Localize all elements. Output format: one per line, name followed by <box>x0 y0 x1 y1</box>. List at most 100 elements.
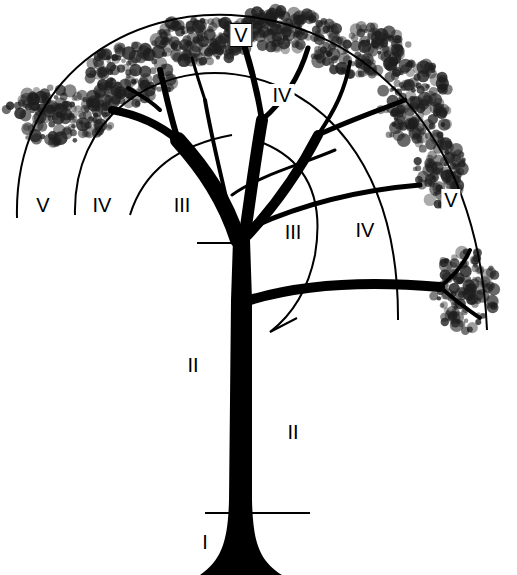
foliage-dot <box>39 88 50 99</box>
foliage-dot <box>181 49 192 60</box>
foliage-dot <box>48 121 55 128</box>
foliage-dot <box>273 43 282 52</box>
foliage-dot <box>70 129 77 136</box>
foliage-dot <box>296 14 306 24</box>
foliage-dot <box>364 29 368 33</box>
foliage-dot <box>451 254 457 260</box>
zone-label: V <box>229 23 252 47</box>
foliage-dot <box>441 122 446 127</box>
zone-tick <box>270 318 297 332</box>
foliage-dot <box>405 41 411 47</box>
foliage-dot <box>337 67 345 75</box>
foliage-dot <box>28 93 40 105</box>
foliage-dot <box>314 55 319 60</box>
foliage-dot <box>428 114 438 124</box>
zone-label: II <box>284 421 301 443</box>
foliage-dot <box>77 90 88 101</box>
foliage-dot <box>429 123 436 130</box>
foliage-dot <box>151 40 157 46</box>
foliage-dot <box>314 46 321 53</box>
foliage-dot <box>151 59 157 65</box>
foliage-dot <box>209 38 218 47</box>
zone-label: I <box>199 531 211 553</box>
foliage-dot <box>97 99 105 107</box>
foliage-dot <box>371 30 377 36</box>
foliage-dot <box>163 47 172 56</box>
foliage-dot <box>224 53 235 64</box>
foliage-dot <box>203 19 209 25</box>
zone-label: II <box>184 354 201 376</box>
foliage-dot <box>212 47 223 58</box>
foliage-dot <box>218 19 222 23</box>
foliage-dot <box>157 30 161 34</box>
foliage-dot <box>408 78 419 89</box>
foliage-dot <box>14 107 26 119</box>
zone-iv-arc <box>75 73 398 320</box>
foliage-dot <box>89 70 96 77</box>
foliage-dot <box>468 294 474 300</box>
foliage-dot <box>461 326 469 334</box>
zone-tick <box>205 512 310 514</box>
foliage-dot <box>86 131 92 137</box>
foliage-dot <box>104 95 113 104</box>
foliage-dot <box>105 90 110 95</box>
foliage-dot <box>329 61 334 66</box>
foliage-dot <box>389 88 393 92</box>
foliage-dot <box>97 83 101 87</box>
zone-label: V <box>33 194 52 216</box>
foliage-dot <box>106 80 113 87</box>
foliage-dot <box>469 278 479 288</box>
foliage-dot <box>310 12 319 21</box>
foliage-dot <box>204 48 213 57</box>
foliage-dot <box>81 99 92 110</box>
foliage-dot <box>429 172 439 182</box>
foliage-dot <box>414 157 422 165</box>
foliage-dot <box>382 46 389 53</box>
foliage-dot <box>93 115 103 125</box>
foliage-dot <box>83 111 92 120</box>
foliage-dot <box>129 69 137 77</box>
foliage-dot <box>164 29 171 36</box>
foliage-dot <box>33 87 40 94</box>
foliage-dot <box>426 155 433 162</box>
foliage-dot <box>113 42 125 54</box>
foliage-dot <box>475 319 481 325</box>
foliage-dot <box>277 36 282 41</box>
foliage-dot <box>206 57 214 65</box>
foliage-dot <box>85 67 96 78</box>
foliage-dot <box>448 312 461 325</box>
foliage-dot <box>456 277 463 284</box>
foliage-dot <box>386 132 392 138</box>
foliage-dot <box>377 85 389 97</box>
foliage-dot <box>439 259 447 267</box>
foliage-dot <box>486 267 496 277</box>
foliage-dot <box>18 99 25 106</box>
foliage-dot <box>163 37 169 43</box>
foliage-dot <box>406 68 415 77</box>
foliage-dot <box>31 133 42 144</box>
foliage-dot <box>323 26 330 33</box>
foliage-dot <box>427 67 433 73</box>
foliage-dot <box>397 133 411 147</box>
foliage-dot <box>386 64 393 71</box>
foliage-dot <box>419 145 427 153</box>
foliage-dot <box>54 104 67 117</box>
foliage-dot <box>392 122 397 127</box>
foliage-dot <box>441 119 452 130</box>
zone-iii-arc-right <box>255 140 318 332</box>
foliage-dot <box>54 95 59 100</box>
foliage-dot <box>72 119 76 123</box>
foliage-dot <box>175 20 185 30</box>
foliage-dot <box>116 82 120 86</box>
foliage-dot <box>393 35 402 44</box>
foliage-dot <box>437 296 441 300</box>
foliage-dot <box>453 163 461 171</box>
foliage-dot <box>198 57 206 65</box>
zone-iii-arc-left <box>130 135 232 215</box>
foliage-dot <box>107 122 114 129</box>
foliage-dot <box>121 58 126 63</box>
foliage-dot <box>331 23 342 34</box>
zone-label: III <box>282 221 305 243</box>
foliage-dot <box>72 138 77 143</box>
